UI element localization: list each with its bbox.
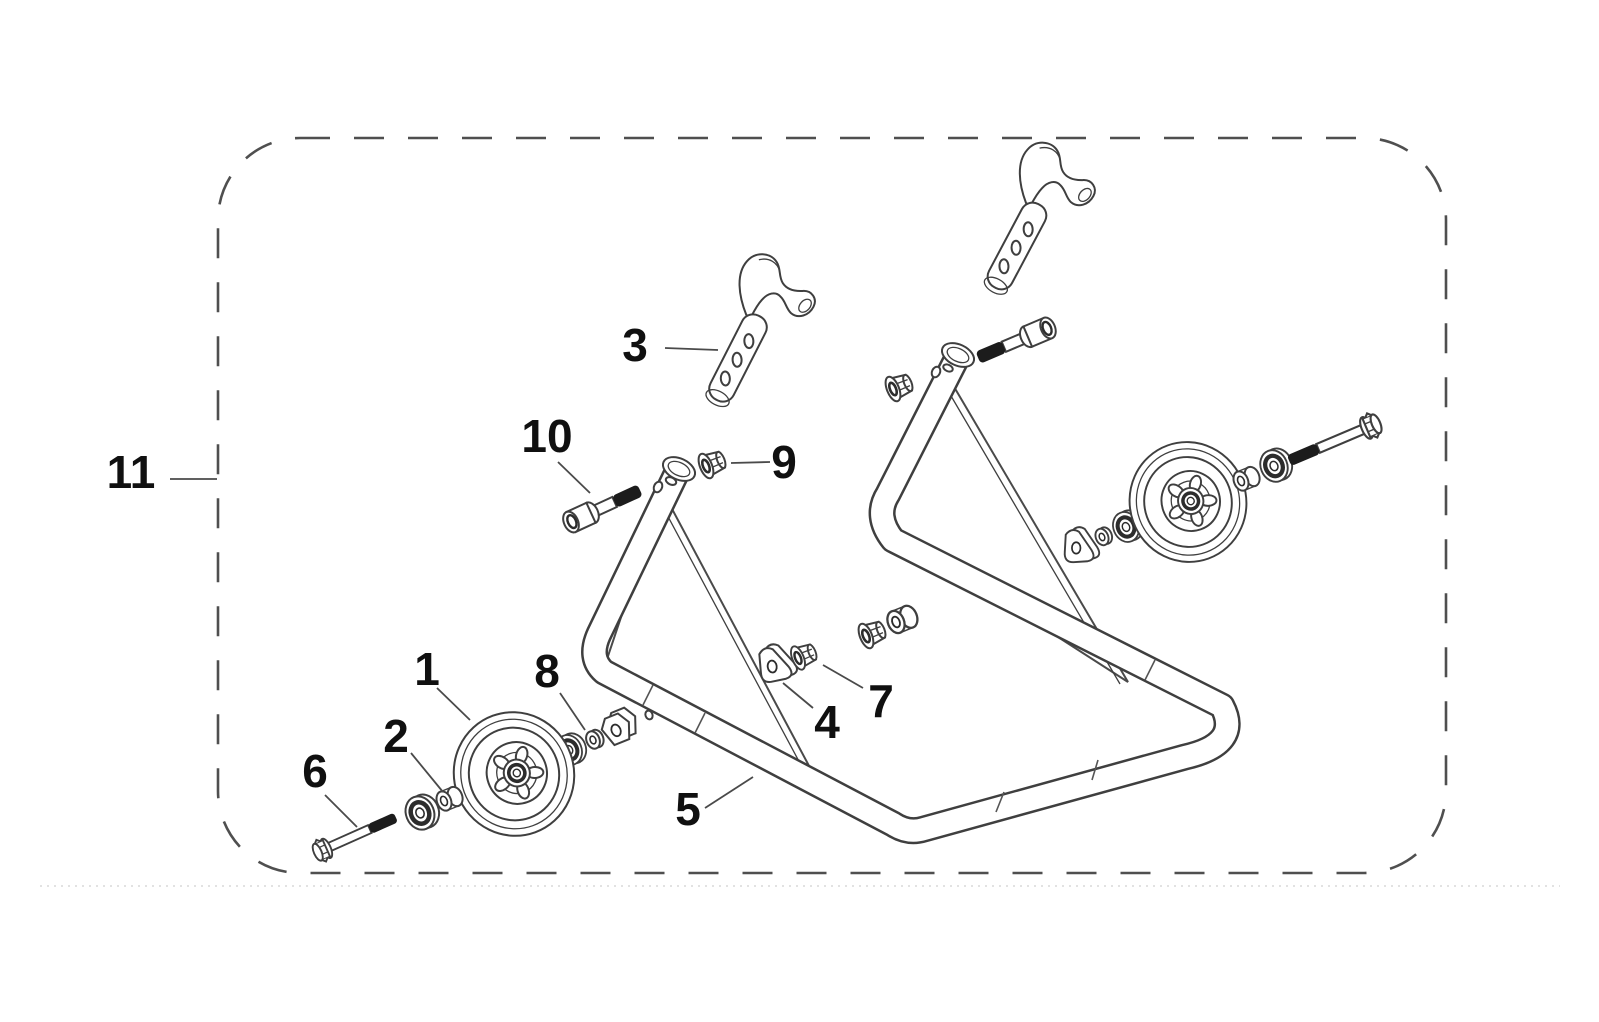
socket-bolt-right: [972, 313, 1060, 370]
hex-bolt-6: [308, 805, 402, 866]
callout-leader-2: [410, 752, 444, 793]
callout-number-10: 10: [521, 410, 572, 462]
callout-leader-4: [782, 682, 814, 709]
callout-number-8: 8: [534, 645, 560, 697]
hex-bolt-right: [1282, 409, 1387, 474]
hook-arm-3: [680, 246, 827, 426]
callout-leader-6: [324, 794, 358, 828]
callout-number-1: 1: [414, 643, 440, 695]
wheel-1: [434, 693, 594, 855]
callout-number-7: 7: [868, 675, 894, 727]
socket-bolt-10: [558, 479, 646, 537]
wedge-bracket-right: [1063, 526, 1101, 564]
callout-number-4: 4: [814, 696, 840, 748]
callout-leader-9: [730, 461, 771, 464]
callout-labels: 12 3 4 5 6 7 8 9 10 11: [107, 319, 894, 835]
washer-right: [1092, 524, 1116, 549]
callout-number-3: 3: [622, 319, 648, 371]
callout-leader-5: [704, 776, 754, 809]
callout-number-11: 11: [107, 446, 156, 498]
tube-opening-right: [940, 342, 976, 368]
thick-washer-right-mid: [883, 602, 922, 637]
bearing-outer-right: [1256, 444, 1297, 486]
callout-leader-10: [557, 461, 591, 494]
callout-number-2: 2: [383, 710, 409, 762]
hook-arm-right: [959, 134, 1107, 314]
flange-nut-right-top: [881, 368, 918, 405]
wheel-right: [1110, 423, 1266, 581]
callout-leader-3: [664, 347, 719, 351]
flange-nut-9: [694, 445, 731, 482]
callout-number-6: 6: [302, 745, 328, 797]
callout-leader-8: [559, 692, 586, 731]
callout-leader-7: [822, 664, 864, 689]
callout-number-9: 9: [771, 436, 797, 488]
callout-number-5: 5: [675, 783, 701, 835]
flange-nut-right-mid: [854, 615, 891, 652]
frame-tube-5: [581, 342, 1241, 845]
callout-leader-1: [436, 687, 471, 721]
assembly-boundary-11: [216, 136, 1448, 875]
